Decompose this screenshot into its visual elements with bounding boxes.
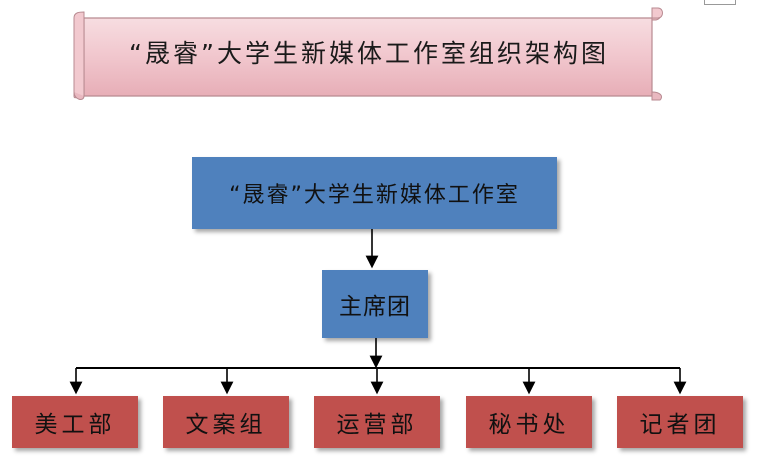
- banner-title: “晟睿”大学生新媒体工作室组织架构图: [129, 39, 609, 68]
- org-node-root: “晟睿”大学生新媒体工作室: [192, 157, 557, 229]
- dept-label: 美工部: [34, 412, 116, 438]
- org-node-presidium: 主席团: [322, 270, 428, 338]
- dept-node-reporters: 记者团: [617, 396, 743, 448]
- dept-label: 秘书处: [488, 412, 570, 438]
- dept-node-operations: 运营部: [314, 396, 440, 448]
- dept-label: 运营部: [336, 412, 418, 438]
- org-node-presidium-label: 主席团: [339, 294, 411, 320]
- dept-node-secretariat: 秘书处: [466, 396, 592, 448]
- scroll-shape: [73, 7, 663, 101]
- org-node-root-label: “晟睿”大学生新媒体工作室: [229, 183, 520, 208]
- dept-label: 记者团: [639, 412, 721, 438]
- dept-label: 文案组: [185, 412, 267, 438]
- dept-node-art: 美工部: [12, 396, 138, 448]
- dept-node-copywriting: 文案组: [163, 396, 289, 448]
- corner-mark: [704, 0, 736, 5]
- title-scroll-banner: “晟睿”大学生新媒体工作室组织架构图: [70, 4, 668, 104]
